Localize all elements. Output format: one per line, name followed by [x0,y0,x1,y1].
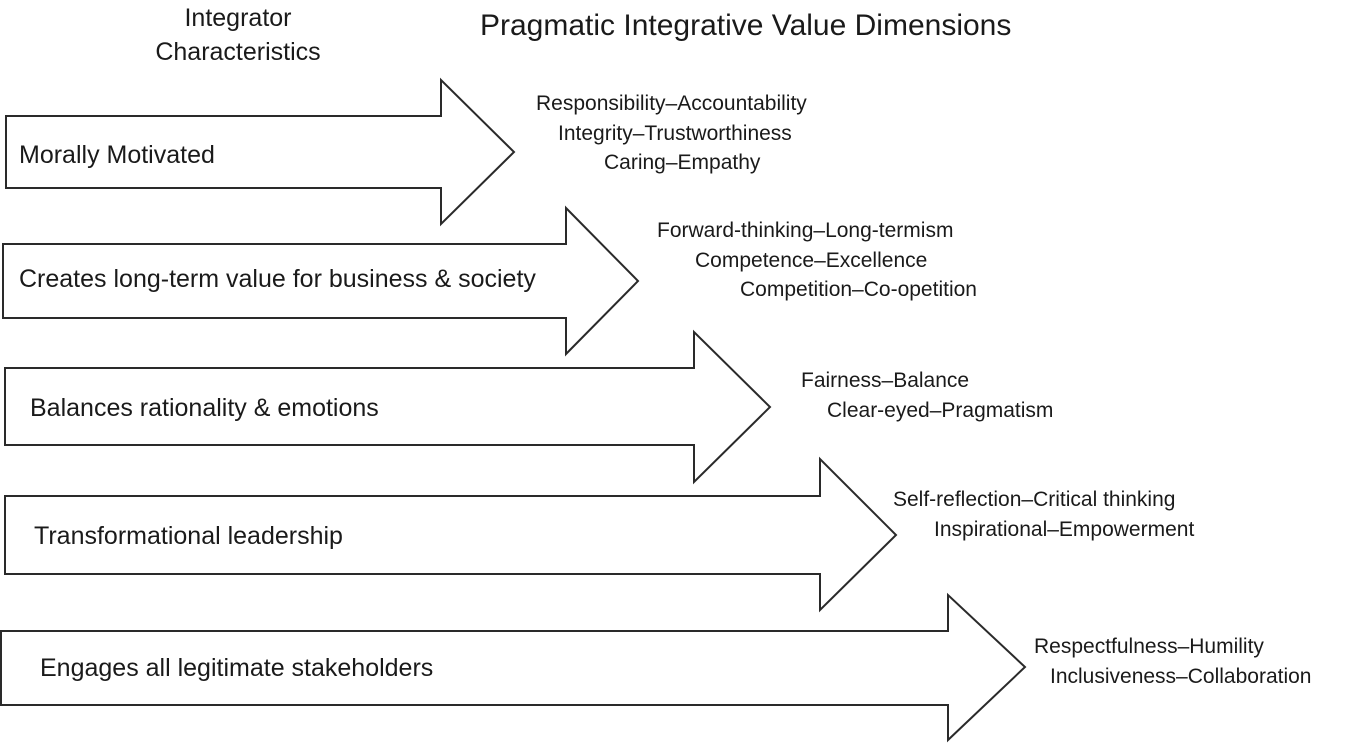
dimension-item: Respectfulness–Humility [1034,635,1264,658]
characteristic-label: Morally Motivated [19,141,215,169]
value-dimensions-list: Self-reflection–Critical thinking Inspir… [893,485,1194,544]
dimension-item: Inclusiveness–Collaboration [1050,664,1312,688]
arrow-morally-motivated [5,77,516,227]
dimension-item: Fairness–Balance [801,369,970,392]
dimension-item: Competence–Excellence [695,248,928,272]
header-left-line2: Characteristics [155,37,321,66]
arrow-transformational-leadership [4,456,898,613]
characteristic-label: Transformational leadership [34,522,343,550]
value-dimensions-list: Forward-thinking–Long-termism Competence… [657,216,977,305]
dimension-item: Integrity–Trustworthiness [558,121,792,145]
value-dimensions-list: Responsibility–Accountability Integrity–… [536,89,807,178]
integrator-characteristics-header: Integrator Characteristics [130,2,346,70]
arrow-balances-rationality [4,329,772,485]
dimension-item: Forward-thinking–Long-termism [657,219,954,242]
dimension-item: Competition–Co-opetition [740,278,977,301]
arrow-engages-stakeholders [0,592,1027,743]
value-dimensions-list: Fairness–Balance Clear-eyed–Pragmatism [801,366,1053,425]
characteristic-label: Engages all legitimate stakeholders [40,654,434,682]
dimension-item: Caring–Empathy [604,151,761,174]
header-left-line1: Integrator [184,4,292,32]
arrow-long-term-value [2,205,640,357]
value-dimensions-list: Respectfulness–Humility Inclusiveness–Co… [1034,632,1312,691]
dimension-item: Clear-eyed–Pragmatism [827,398,1054,422]
dimension-item: Inspirational–Empowerment [934,517,1195,541]
dimension-item: Self-reflection–Critical thinking [893,488,1176,511]
characteristic-label: Balances rationality & emotions [30,394,379,422]
characteristic-label: Creates long-term value for business & s… [19,265,536,293]
dimension-item: Responsibility–Accountability [536,92,807,115]
value-dimensions-header: Pragmatic Integrative Value Dimensions [480,9,1012,42]
